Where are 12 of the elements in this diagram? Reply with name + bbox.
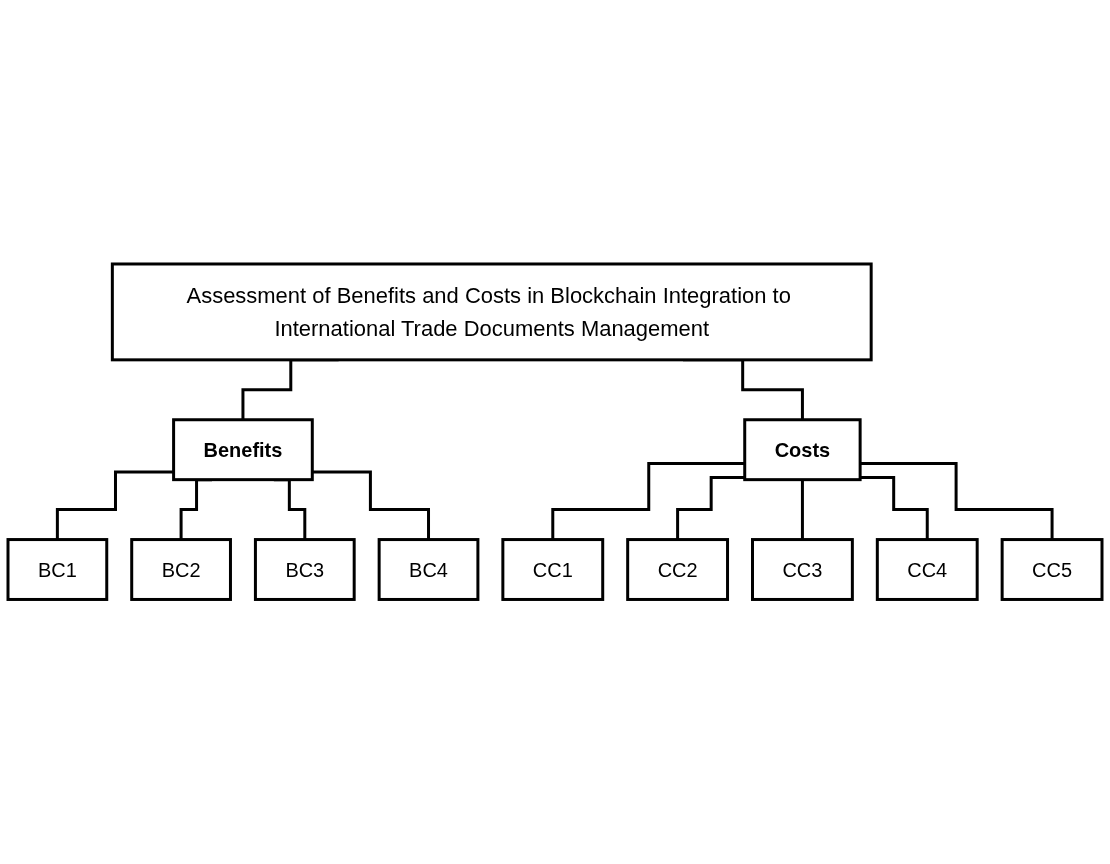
node-box: BC3 [253,538,356,602]
node-box: Assessment of Benefits and Costs in Blockchain Integration to International Trade Documents Management [110,262,873,362]
node-box: CC1 [501,538,605,602]
node-box: BC1 [6,538,109,602]
node-box: CC4 [875,538,979,602]
node-box: BC2 [130,538,232,602]
node-box: CC3 [751,538,854,602]
node-box: BC4 [377,538,480,602]
node-box: Costs [743,418,862,482]
node-box: CC5 [1000,538,1104,602]
node-box: Benefits [172,418,314,482]
node-box: CC2 [626,538,730,602]
